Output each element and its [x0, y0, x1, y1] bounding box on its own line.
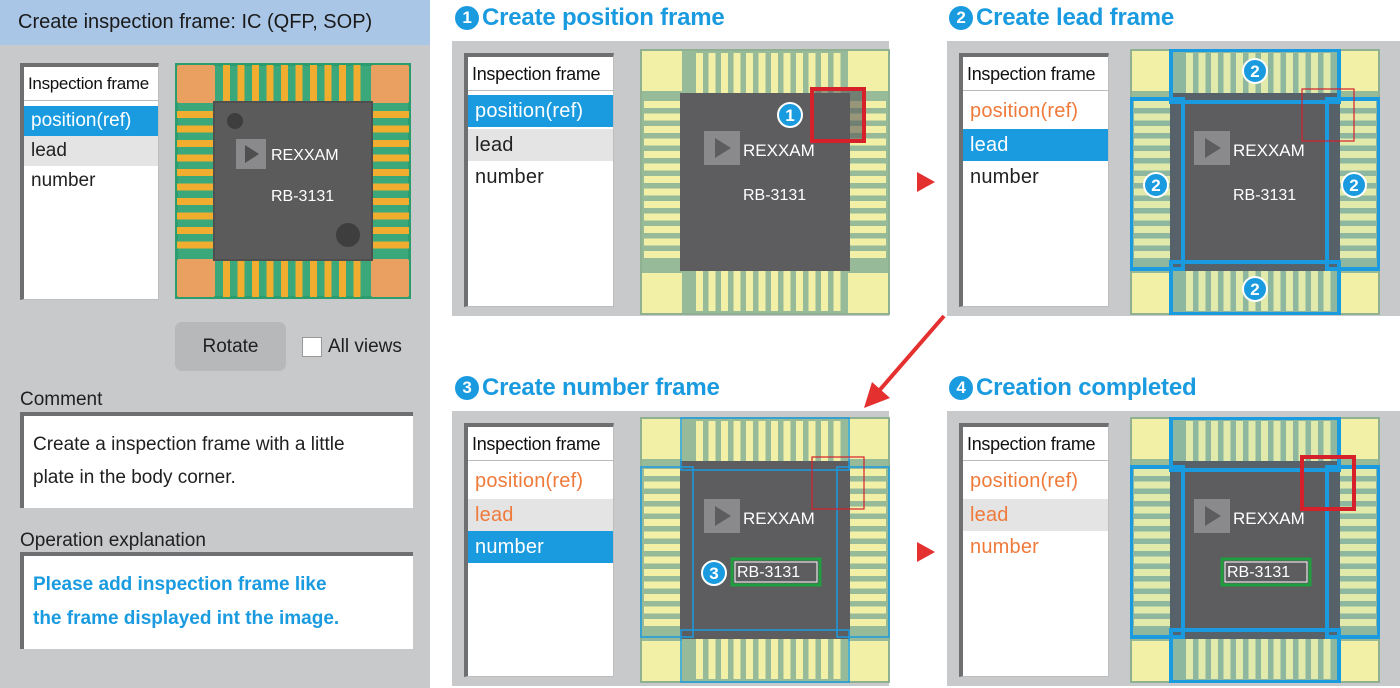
all-views-label: All views	[328, 336, 402, 357]
comment-label: Comment	[20, 389, 103, 410]
chip-brand-text: REXXAM	[1233, 509, 1305, 528]
comment-box: Create a inspection frame with a little …	[20, 412, 413, 508]
list-item-lead[interactable]: lead	[963, 499, 1108, 531]
step-2-chip-image: REXXAM RB-3131 2 2 2 2	[1130, 49, 1380, 315]
step-4-panel: Inspection frame position(ref) lead numb…	[947, 411, 1400, 686]
list-item-position[interactable]: position(ref)	[970, 100, 1079, 122]
svg-text:2: 2	[1250, 280, 1259, 299]
diagonal-arrow-icon	[864, 314, 946, 408]
step-1-number: 1	[455, 6, 479, 30]
list-item-position[interactable]: position(ref)	[468, 95, 613, 127]
step-4-chip-image: REXXAM RB-3131	[1130, 417, 1380, 683]
chip-preview: REXXAM RB-3131	[175, 63, 411, 299]
chip-model-text: RB-3131	[1233, 187, 1296, 204]
list-header: Inspection frame	[963, 57, 1108, 91]
svg-text:3: 3	[709, 564, 718, 583]
operation-label: Operation explanation	[20, 530, 206, 551]
list-item-lead[interactable]: lead	[963, 129, 1108, 161]
panel-title: Create inspection frame: IC (QFP, SOP)	[0, 0, 430, 45]
step-3-title-text: Create number frame	[482, 374, 720, 401]
settings-panel: Create inspection frame: IC (QFP, SOP) I…	[0, 0, 430, 688]
operation-box: Please add inspection frame like the fra…	[20, 552, 413, 649]
step-3-frame-list: Inspection frame position(ref) lead numb…	[464, 423, 614, 677]
list-item-lead[interactable]: lead	[468, 129, 613, 161]
list-item-number[interactable]: number	[970, 536, 1040, 558]
list-item-position[interactable]: position(ref)	[475, 470, 584, 492]
list-item-number[interactable]: number	[475, 166, 545, 188]
comment-line: plate in the body corner.	[33, 467, 236, 488]
svg-text:1: 1	[785, 106, 794, 125]
step-3-panel: Inspection frame position(ref) lead numb…	[452, 411, 890, 686]
step-3-number: 3	[455, 376, 479, 400]
list-item-number[interactable]: number	[31, 170, 96, 191]
chip-brand-text: REXXAM	[743, 509, 815, 528]
list-item-lead[interactable]: lead	[468, 499, 613, 531]
inspection-frame-list: Inspection frame position(ref) lead numb…	[20, 63, 159, 300]
step-2-title-text: Create lead frame	[976, 4, 1175, 31]
operation-line: Please add inspection frame like	[33, 574, 327, 595]
list-item-lead[interactable]: lead	[24, 136, 158, 166]
next-step-arrow-icon	[917, 172, 935, 192]
svg-text:2: 2	[1250, 62, 1259, 81]
step-2-number: 2	[949, 6, 973, 30]
list-item-position[interactable]: position(ref)	[970, 470, 1079, 492]
list-header: Inspection frame	[963, 427, 1108, 461]
list-item-number[interactable]: number	[468, 531, 613, 563]
list-item-number[interactable]: number	[970, 166, 1040, 188]
comment-line: Create a inspection frame with a little	[33, 434, 345, 455]
all-views-checkbox[interactable]	[302, 337, 322, 357]
step-1-chip-image: REXXAM RB-3131 1	[640, 49, 890, 315]
rotate-button[interactable]: Rotate	[175, 322, 286, 371]
step-3-chip-image: REXXAM RB-3131 3	[640, 417, 890, 683]
step-1-frame-list: Inspection frame position(ref) lead numb…	[464, 53, 614, 307]
chip-model-text: RB-3131	[1227, 564, 1290, 581]
svg-text:2: 2	[1151, 176, 1160, 195]
chip-brand-text: REXXAM	[271, 147, 339, 164]
next-step-arrow-icon	[917, 542, 935, 562]
list-header: Inspection frame	[24, 67, 158, 101]
chip-brand-text: REXXAM	[743, 141, 815, 160]
list-item-position[interactable]: position(ref)	[24, 106, 158, 136]
step-1-panel: Inspection frame position(ref) lead numb…	[452, 41, 890, 316]
step-4-number: 4	[949, 376, 973, 400]
step-1-title-text: Create position frame	[482, 4, 725, 31]
step-4-frame-list: Inspection frame position(ref) lead numb…	[959, 423, 1109, 677]
list-header: Inspection frame	[468, 57, 613, 91]
chip-model-text: RB-3131	[743, 187, 806, 204]
chip-model-text: RB-3131	[737, 564, 800, 581]
chip-model-text: RB-3131	[271, 188, 334, 205]
step-2-panel: Inspection frame position(ref) lead numb…	[947, 41, 1400, 316]
operation-line: the frame displayed int the image.	[33, 608, 340, 629]
step-4-title-text: Creation completed	[976, 374, 1197, 401]
step-2-frame-list: Inspection frame position(ref) lead numb…	[959, 53, 1109, 307]
chip-brand-text: REXXAM	[1233, 141, 1305, 160]
svg-text:2: 2	[1349, 176, 1358, 195]
list-header: Inspection frame	[468, 427, 613, 461]
